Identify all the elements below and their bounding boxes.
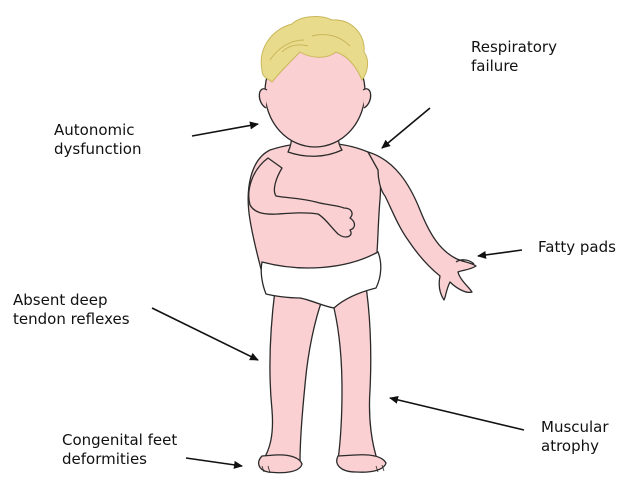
arrow-respiratory	[382, 108, 430, 148]
left-foot	[259, 455, 302, 473]
ear-right	[363, 89, 371, 108]
arrow-feet	[186, 458, 242, 466]
label-line: Congenital feet	[62, 431, 177, 450]
label-line: Absent deep	[13, 291, 130, 310]
label-respiratory-failure: Respiratory failure	[471, 38, 557, 76]
label-autonomic-dysfunction: Autonomic dysfunction	[54, 121, 142, 159]
label-line: Autonomic	[54, 121, 142, 140]
label-muscular-atrophy: Muscular atrophy	[541, 418, 609, 456]
arrow-atrophy	[390, 398, 524, 430]
label-line: dysfunction	[54, 140, 142, 159]
label-congenital-feet-deformities: Congenital feet deformities	[62, 431, 177, 469]
label-line: Muscular	[541, 418, 609, 437]
arrow-autonomic	[192, 124, 258, 136]
label-line: Fatty pads	[538, 238, 616, 257]
label-line: Respiratory	[471, 38, 557, 57]
label-line: deformities	[62, 450, 177, 469]
outer-arm	[368, 152, 476, 300]
arrow-fatty-pads	[478, 250, 522, 256]
label-line: failure	[471, 57, 557, 76]
right-leg	[332, 280, 378, 468]
body	[248, 37, 476, 473]
label-absent-deep-tendon-reflexes: Absent deep tendon reflexes	[13, 291, 130, 329]
ear-left	[259, 89, 267, 108]
label-fatty-pads: Fatty pads	[538, 238, 616, 257]
left-leg	[262, 290, 322, 468]
right-foot	[337, 455, 386, 472]
arrow-reflexes	[152, 308, 258, 360]
label-line: tendon reflexes	[13, 310, 130, 329]
label-line: atrophy	[541, 437, 609, 456]
